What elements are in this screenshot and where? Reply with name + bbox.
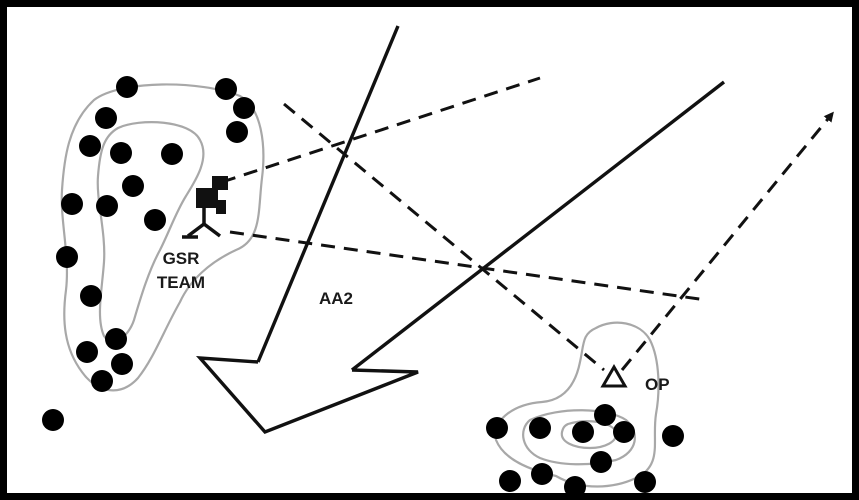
tree-icon [572, 421, 594, 443]
tree-icon [594, 404, 616, 426]
tree-icon [122, 175, 144, 197]
radar-tripod-icon [182, 176, 228, 239]
tree-icon [634, 471, 656, 493]
gsr-upper-sight-line [221, 76, 541, 184]
tree-icon [96, 195, 118, 217]
gsr-label-line2: TEAM [157, 273, 205, 292]
tree-icon [499, 470, 521, 492]
avenue-arrow-right-line [350, 80, 726, 372]
hill-contour-outer-right [494, 321, 660, 488]
op-label: OP [645, 375, 670, 394]
avenue-arrow-left-line [256, 25, 400, 363]
gsr-lower-sight-line [229, 230, 707, 302]
op-sight-line-left [283, 102, 605, 372]
avenue-label: AA2 [319, 289, 353, 308]
tree-icon [233, 97, 255, 119]
tree-icon [110, 142, 132, 164]
tree-icon [531, 463, 553, 485]
tree-icon [95, 107, 117, 129]
tree-icon [486, 417, 508, 439]
tree-icon [529, 417, 551, 439]
triangle-op-icon [600, 364, 628, 388]
tree-icon [662, 425, 684, 447]
tree-icon [80, 285, 102, 307]
tree-icon [91, 370, 113, 392]
tree-icon [105, 328, 127, 350]
tree-icon [111, 353, 133, 375]
avenue-arrowhead [195, 356, 419, 435]
tree-icon [564, 476, 586, 498]
tree-icon [590, 451, 612, 473]
tree-icon [76, 341, 98, 363]
tree-icon [42, 409, 64, 431]
tree-icon [79, 135, 101, 157]
tree-icon [56, 246, 78, 268]
tree-icon [161, 143, 183, 165]
tree-icon [116, 76, 138, 98]
tree-icon [144, 209, 166, 231]
op-sight-arrow [620, 111, 834, 371]
tree-icon [226, 121, 248, 143]
tree-icon [215, 78, 237, 100]
tree-icon [61, 193, 83, 215]
tree-icon [613, 421, 635, 443]
gsr-label-line1: GSR [163, 249, 200, 268]
hill-contour-mid-right [522, 409, 636, 466]
